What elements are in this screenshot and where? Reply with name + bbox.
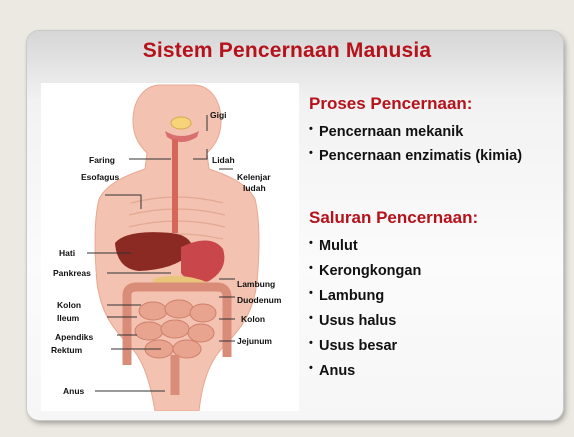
proses-list: Pencernaan mekanik Pencernaan enzimatis … xyxy=(309,124,522,164)
anatomy-illustration xyxy=(41,83,299,411)
proses-heading: Proses Pencernaan: xyxy=(309,94,472,114)
slide-title: Sistem Pencernaan Manusia xyxy=(0,39,574,63)
label-esofagus: Esofagus xyxy=(81,172,119,182)
label-anus: Anus xyxy=(63,386,84,396)
label-jejunum: Jejunum xyxy=(237,336,272,346)
label-kolon-left: Kolon xyxy=(57,300,81,310)
label-ileum: Ileum xyxy=(57,313,79,323)
saluran-item: Usus besar xyxy=(309,338,421,354)
saluran-list: Mulut Kerongkongan Lambung Usus halus Us… xyxy=(309,238,421,379)
proses-item: Pencernaan enzimatis (kimia) xyxy=(309,148,522,164)
label-lidah: Lidah xyxy=(212,155,235,165)
digestive-system-figure: Gigi Faring Lidah Esofagus Kelenjar luda… xyxy=(41,83,299,411)
label-pankreas: Pankreas xyxy=(53,268,91,278)
label-kolon-right: Kolon xyxy=(241,314,265,324)
label-gigi: Gigi xyxy=(210,110,227,120)
label-kelenjar: Kelenjar xyxy=(237,172,271,182)
label-rektum: Rektum xyxy=(51,345,82,355)
saluran-item: Mulut xyxy=(309,238,421,254)
saluran-item: Kerongkongan xyxy=(309,263,421,279)
label-lambung: Lambung xyxy=(237,279,275,289)
saluran-item: Usus halus xyxy=(309,313,421,329)
label-hati: Hati xyxy=(59,248,75,258)
label-ludah: ludah xyxy=(243,183,266,193)
label-faring: Faring xyxy=(89,155,115,165)
label-apendiks: Apendiks xyxy=(55,332,93,342)
saluran-heading: Saluran Pencernaan: xyxy=(309,208,478,228)
proses-item: Pencernaan mekanik xyxy=(309,124,522,140)
label-duodenum: Duodenum xyxy=(237,295,281,305)
saluran-item: Lambung xyxy=(309,288,421,304)
saluran-item: Anus xyxy=(309,363,421,379)
